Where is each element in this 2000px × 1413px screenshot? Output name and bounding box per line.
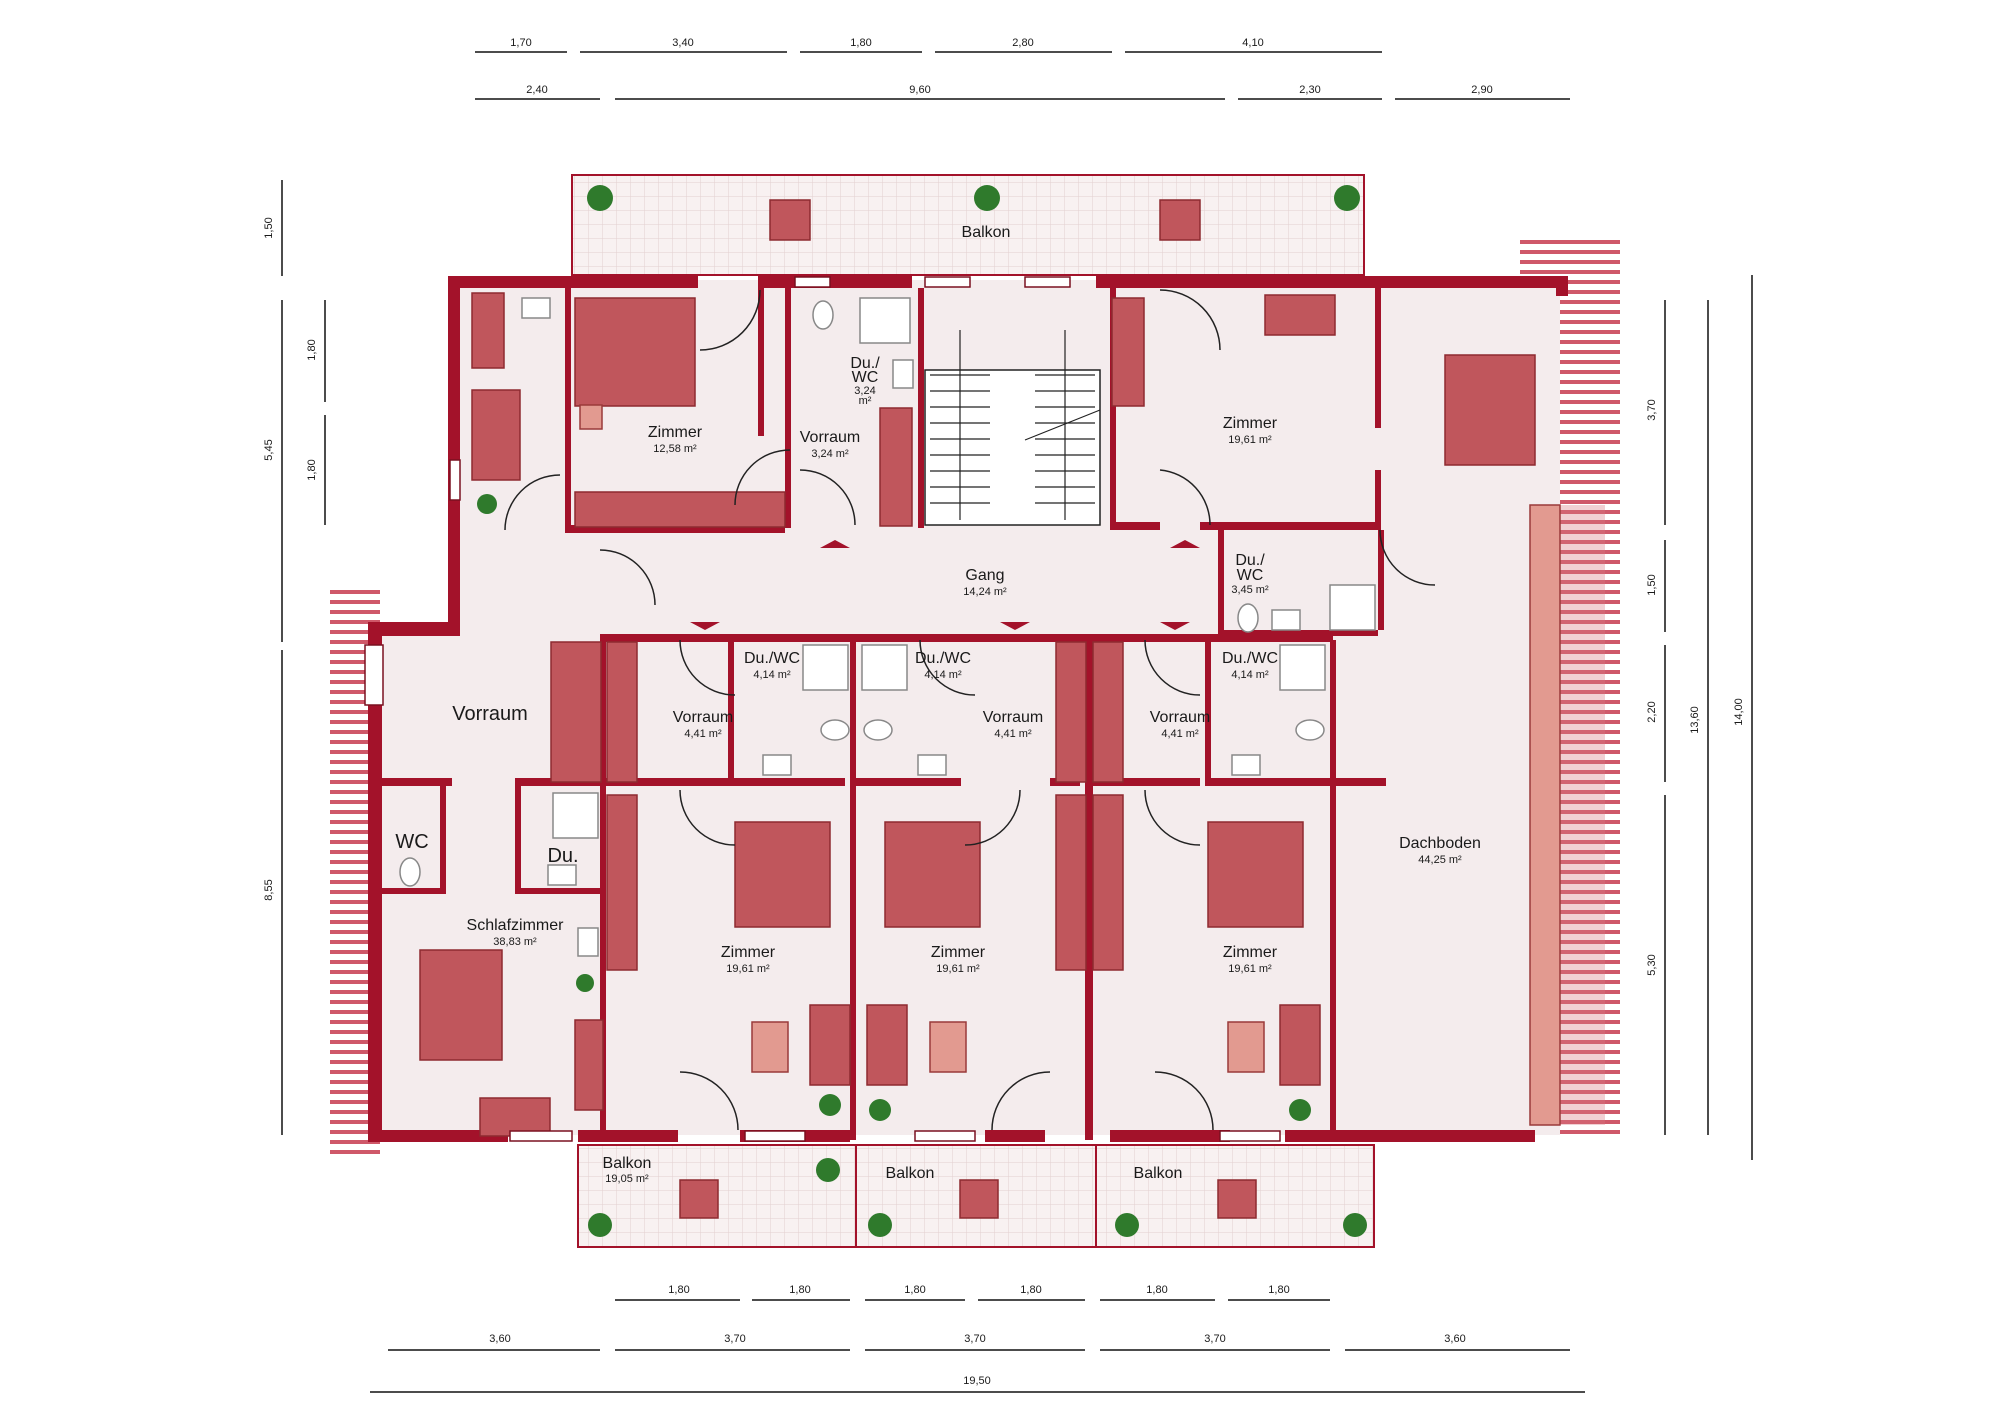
dim-bot1-0: 1,80 bbox=[668, 1284, 689, 1296]
dim-top1-0: 1,70 bbox=[510, 37, 531, 49]
dim-top1-1: 3,40 bbox=[672, 37, 693, 49]
vorraum-5-label: Vorraum bbox=[1150, 709, 1210, 726]
vorraum-4-area: 4,41 m² bbox=[994, 728, 1032, 740]
dim-bot2-1: 3,70 bbox=[724, 1333, 745, 1345]
vorraum-1-area: 3,24 m² bbox=[811, 448, 849, 460]
schlafzimmer-area: 38,83 m² bbox=[493, 936, 537, 948]
dim-right-outer: 14,00 bbox=[1733, 698, 1745, 726]
vorraum-3-label: Vorraum bbox=[673, 709, 733, 726]
dim-leftin-0: 1,80 bbox=[306, 339, 318, 360]
duwc-2-label-1: Du./ bbox=[1235, 552, 1265, 569]
wc-label: WC bbox=[395, 831, 428, 853]
dim-leftin-1: 1,80 bbox=[306, 459, 318, 480]
zimmer-2-area: 19,61 m² bbox=[1228, 434, 1272, 446]
dim-bot1-3: 1,80 bbox=[1020, 1284, 1041, 1296]
dim-bot2-2: 3,70 bbox=[964, 1333, 985, 1345]
dim-top1-2: 1,80 bbox=[850, 37, 871, 49]
dimension-lines: 1,70 3,40 1,80 2,80 4,10 2,40 9,60 2,30 … bbox=[263, 37, 1753, 1393]
table-icon bbox=[679, 199, 1336, 1219]
dim-top1-3: 2,80 bbox=[1012, 37, 1033, 49]
duwc-4-area: 4,14 m² bbox=[924, 669, 962, 681]
toilet-icon bbox=[399, 300, 1325, 887]
dachboden-label: Dachboden bbox=[1399, 835, 1481, 852]
duwc-3-label: Du./WC bbox=[744, 650, 800, 667]
dim-top2-1: 9,60 bbox=[909, 84, 930, 96]
dim-top1-4: 4,10 bbox=[1242, 37, 1263, 49]
dim-right-mid: 13,60 bbox=[1689, 706, 1701, 734]
dim-bot1-5: 1,80 bbox=[1268, 1284, 1289, 1296]
dim-bot-total: 19,50 bbox=[963, 1375, 991, 1387]
zimmer-1-area: 12,58 m² bbox=[653, 443, 697, 455]
bed-icon bbox=[419, 292, 1536, 1061]
plant-icon bbox=[477, 185, 1367, 1237]
sink-icon bbox=[521, 297, 1301, 957]
zimmer-5-area: 19,61 m² bbox=[1228, 963, 1272, 975]
dim-bot1-4: 1,80 bbox=[1146, 1284, 1167, 1296]
vorraum-4-label: Vorraum bbox=[983, 709, 1043, 726]
sofa-icon bbox=[479, 297, 1561, 1137]
vorraum-3-area: 4,41 m² bbox=[684, 728, 722, 740]
duwc-1-area-2: m² bbox=[859, 395, 872, 407]
dim-left-0: 1,50 bbox=[263, 217, 275, 238]
duwc-4-label: Du./WC bbox=[915, 650, 971, 667]
zimmer-3-area: 19,61 m² bbox=[726, 963, 770, 975]
dim-rightin-0: 3,70 bbox=[1646, 399, 1658, 420]
dim-rightin-3: 5,30 bbox=[1646, 954, 1658, 975]
zimmer-3-label: Zimmer bbox=[721, 944, 776, 961]
walls bbox=[368, 276, 1568, 1142]
dim-bot1-2: 1,80 bbox=[904, 1284, 925, 1296]
dim-bot2-4: 3,60 bbox=[1444, 1333, 1465, 1345]
zimmer-4-label: Zimmer bbox=[931, 944, 986, 961]
zimmer-1-label: Zimmer bbox=[648, 424, 703, 441]
schlafzimmer-label: Schlafzimmer bbox=[467, 917, 565, 934]
balkon-2-label: Balkon bbox=[886, 1165, 935, 1182]
dim-bot2-3: 3,70 bbox=[1204, 1333, 1225, 1345]
dachboden-area: 44,25 m² bbox=[1418, 854, 1462, 866]
dim-rightin-1: 1,50 bbox=[1646, 574, 1658, 595]
duwc-2-label-2: WC bbox=[1237, 567, 1264, 584]
zimmer-2-label: Zimmer bbox=[1223, 415, 1278, 432]
windows bbox=[364, 276, 1281, 1142]
dim-bot1-1: 1,80 bbox=[789, 1284, 810, 1296]
zimmer-4-area: 19,61 m² bbox=[936, 963, 980, 975]
dim-left-2: 8,55 bbox=[263, 879, 275, 900]
dim-top2-3: 2,90 bbox=[1471, 84, 1492, 96]
vorraum-main-label: Vorraum bbox=[452, 703, 528, 725]
duwc-2-area: 3,45 m² bbox=[1231, 584, 1269, 596]
duwc-3-area: 4,14 m² bbox=[753, 669, 791, 681]
duwc-1-label-1: Du./ bbox=[850, 355, 880, 372]
vorraum-1-label: Vorraum bbox=[800, 429, 860, 446]
dim-top2-2: 2,30 bbox=[1299, 84, 1320, 96]
room-labels: Balkon Zimmer 12,58 m² Vorraum 3,24 m² D… bbox=[395, 224, 1481, 1185]
balkon-1-area: 19,05 m² bbox=[605, 1173, 649, 1185]
balkon-3-label: Balkon bbox=[1134, 1165, 1183, 1182]
shower-icon bbox=[552, 297, 1376, 839]
du-label: Du. bbox=[547, 845, 578, 867]
gang-area: 14,24 m² bbox=[963, 586, 1007, 598]
balcony-top bbox=[571, 174, 1365, 276]
dim-top2-0: 2,40 bbox=[526, 84, 547, 96]
dim-left-1: 5,45 bbox=[263, 439, 275, 460]
vorraum-5-area: 4,41 m² bbox=[1161, 728, 1199, 740]
duwc-5-area: 4,14 m² bbox=[1231, 669, 1269, 681]
duwc-1-area-1: 3,24 bbox=[854, 385, 875, 397]
duwc-1-label-2: WC bbox=[852, 369, 879, 386]
balkon-top-label: Balkon bbox=[962, 224, 1011, 241]
zimmer-5-label: Zimmer bbox=[1223, 944, 1278, 961]
stair-icon bbox=[924, 330, 1101, 526]
corridor-marks bbox=[690, 540, 1200, 630]
balkon-1-label: Balkon bbox=[603, 1155, 652, 1172]
duwc-5-label: Du./WC bbox=[1222, 650, 1278, 667]
dim-bot2-0: 3,60 bbox=[489, 1333, 510, 1345]
gang-label: Gang bbox=[965, 567, 1004, 584]
door-swing-icon bbox=[504, 289, 1436, 1131]
dim-rightin-2: 2,20 bbox=[1646, 701, 1658, 722]
